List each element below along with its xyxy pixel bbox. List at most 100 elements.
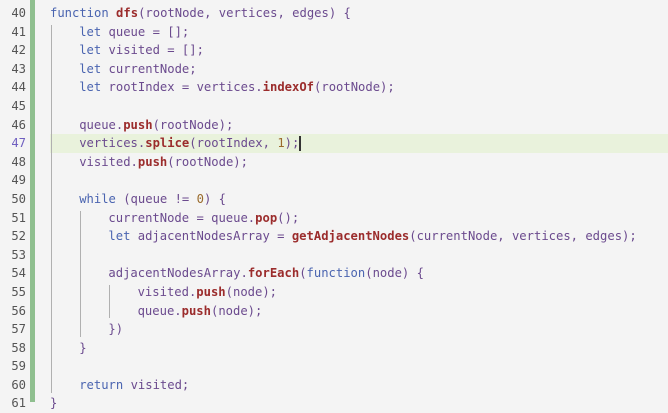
code-token: getAdjacentNodes	[291, 229, 410, 244]
code-line[interactable]: 57})	[0, 320, 668, 339]
line-number: 53	[11, 247, 26, 262]
line-number: 59	[11, 359, 26, 374]
line-number: 45	[11, 98, 26, 113]
code-text: function dfs(rootNode, vertices, edges) …	[50, 4, 351, 23]
code-text: return visited;	[79, 376, 189, 395]
code-token: let	[79, 43, 109, 58]
code-token: indexOf	[262, 80, 315, 95]
code-token: (currentNode, vertices, edges);	[409, 229, 637, 244]
line-number: 56	[11, 303, 26, 318]
code-text: }	[79, 339, 86, 358]
code-text: queue.push(node);	[138, 302, 263, 321]
line-number: 41	[11, 24, 26, 39]
indent-guide	[51, 24, 52, 393]
code-token: }	[79, 340, 87, 355]
line-number: 54	[11, 266, 26, 281]
code-token: function	[306, 266, 366, 281]
code-token: adjacentNodesArray =	[137, 229, 292, 244]
code-line[interactable]: 51 currentNode = queue.pop();	[0, 209, 668, 228]
current-line-highlight	[50, 134, 668, 153]
code-text: })	[108, 320, 123, 339]
code-token: let	[79, 80, 109, 95]
code-token: queue.	[79, 117, 124, 132]
code-line[interactable]: 40 function dfs(rootNode, vertices, edges…	[0, 4, 668, 23]
code-text: let queue = [];	[79, 23, 189, 42]
code-token: visited.	[137, 284, 197, 299]
code-line[interactable]: 43 let currentNode;	[0, 60, 668, 79]
code-token: ();	[277, 210, 300, 225]
code-text: currentNode = queue.pop();	[108, 209, 299, 228]
code-line[interactable]: 56 queue.push(node);	[0, 302, 668, 321]
code-token: })	[108, 322, 124, 337]
code-line[interactable]: 49	[0, 171, 668, 190]
code-token: push	[123, 117, 153, 132]
code-token: queue = [];	[108, 24, 190, 39]
code-text: let rootIndex = vertices.indexOf(rootNod…	[79, 78, 395, 97]
code-token: let	[79, 24, 109, 39]
code-token: (rootIndex,	[189, 136, 278, 151]
code-line[interactable]: 58}	[0, 339, 668, 358]
line-number: 50	[11, 191, 26, 206]
code-text: visited.push(rootNode);	[79, 153, 248, 172]
code-token: let	[108, 229, 138, 244]
line-number: 61	[11, 396, 26, 411]
code-text: }	[50, 394, 57, 413]
code-token: pop	[255, 210, 278, 225]
code-token: return	[79, 377, 131, 392]
line-number: 52	[11, 229, 26, 244]
code-line[interactable]: 52 let adjacentNodesArray = getAdjacentNo…	[0, 227, 668, 246]
code-token: visited;	[130, 377, 190, 392]
code-token: (rootNode);	[152, 117, 234, 132]
code-line[interactable]: 53	[0, 246, 668, 265]
code-token: (rootNode);	[167, 154, 248, 169]
code-token: (node);	[210, 303, 263, 318]
indent-guide	[109, 285, 110, 319]
code-token: push	[137, 154, 168, 169]
code-text: adjacentNodesArray.forEach(function(node…	[108, 264, 424, 283]
code-text: let currentNode;	[79, 60, 196, 79]
line-number: 42	[11, 43, 26, 58]
code-token: currentNode;	[108, 61, 197, 76]
code-line[interactable]: 44 let rootIndex = vertices.indexOf(rootN…	[0, 78, 668, 97]
code-token: ) {	[203, 191, 226, 206]
code-token: queue.	[137, 303, 182, 318]
code-line[interactable]: 54 adjacentNodesArray.forEach(function(no…	[0, 264, 668, 283]
code-token: (rootNode);	[314, 80, 395, 95]
code-line[interactable]: 59	[0, 357, 668, 376]
code-token: );	[284, 136, 300, 151]
code-token: let	[79, 61, 109, 76]
code-line[interactable]: 45	[0, 97, 668, 116]
code-token: dfs	[116, 6, 139, 20]
code-token: push	[196, 284, 226, 299]
code-token: }	[50, 396, 58, 411]
line-number: 40	[11, 6, 26, 20]
code-token: while	[79, 191, 124, 206]
code-editor[interactable]: 40 function dfs(rootNode, vertices, edges…	[0, 4, 668, 413]
code-text: while (queue != 0) {	[79, 190, 226, 209]
code-line[interactable]: 50 while (queue != 0) {	[0, 190, 668, 209]
code-token: rootIndex = vertices.	[108, 80, 263, 95]
code-line[interactable]: 60 return visited;	[0, 376, 668, 395]
line-number: 43	[11, 61, 26, 76]
line-number: 51	[11, 210, 26, 225]
code-token: (queue !=	[123, 191, 197, 206]
code-line[interactable]: 41 let queue = [];	[0, 23, 668, 42]
line-number: 44	[11, 80, 26, 95]
code-token: function	[50, 6, 117, 20]
code-token: (rootNode, vertices, edges) {	[138, 6, 351, 20]
line-number: 55	[11, 284, 26, 299]
code-token: forEach	[247, 266, 300, 281]
line-number: 60	[11, 377, 26, 392]
line-number: 57	[11, 322, 26, 337]
indent-guide	[80, 210, 81, 337]
code-token: 1	[277, 136, 285, 151]
code-token: visited.	[79, 154, 138, 169]
code-token: currentNode = queue.	[108, 210, 256, 225]
code-line[interactable]: 61}	[0, 394, 668, 413]
code-token: (node) {	[365, 266, 424, 281]
